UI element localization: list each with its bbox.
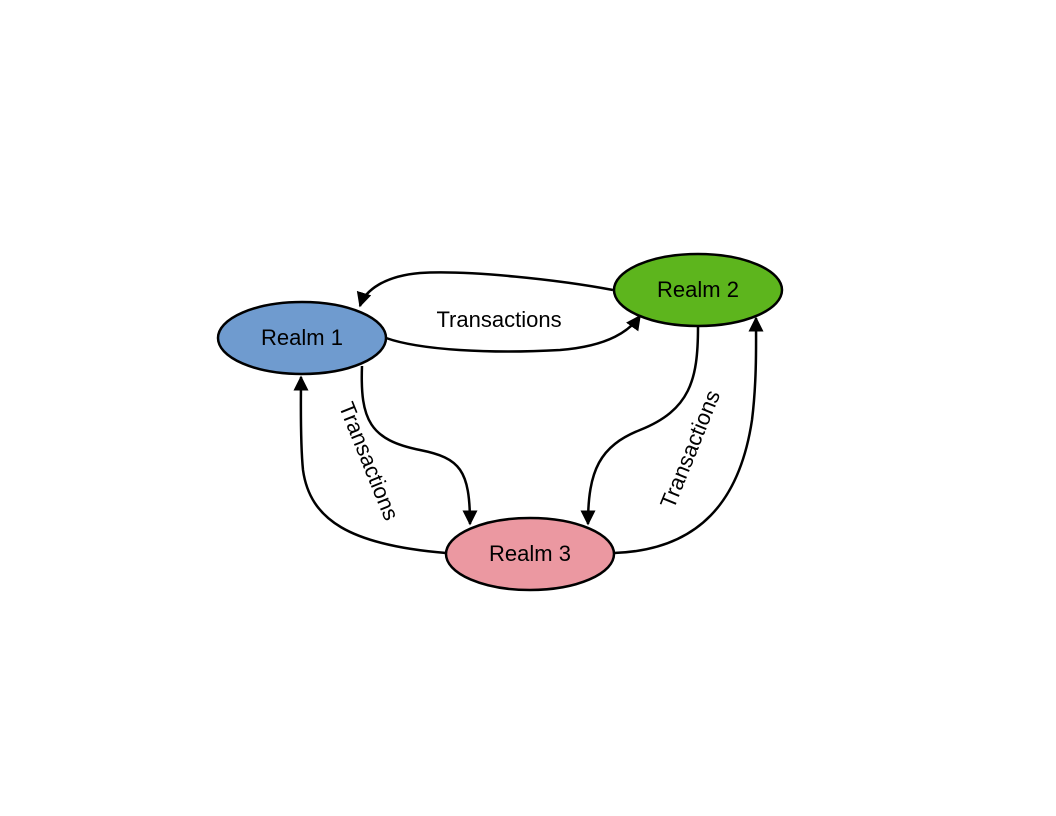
- realm1-label: Realm 1: [261, 325, 343, 350]
- realm3-label: Realm 3: [489, 541, 571, 566]
- realm3-shape: [444, 516, 616, 592]
- edge-label-realm2-realm3: Transactions: [655, 387, 725, 512]
- edge-realm2-to-realm1: [356, 271, 614, 308]
- edge-realm1-to-realm3: [360, 365, 478, 526]
- edge-realm3-to-realm1: [293, 375, 447, 555]
- realm1-shape: [216, 300, 388, 376]
- edge-realm3-to-realm2: [613, 316, 764, 555]
- edge-realm2-to-realm3: [580, 326, 700, 526]
- node-realm1: Realm 1: [216, 300, 388, 376]
- edge-realm1-to-realm2: [385, 314, 642, 353]
- realm2-shape: [612, 252, 784, 328]
- edge-label-realm1-realm2: Transactions: [436, 307, 561, 332]
- node-realm2: Realm 2: [612, 252, 784, 328]
- node-realm3: Realm 3: [444, 516, 616, 592]
- realm2-label: Realm 2: [657, 277, 739, 302]
